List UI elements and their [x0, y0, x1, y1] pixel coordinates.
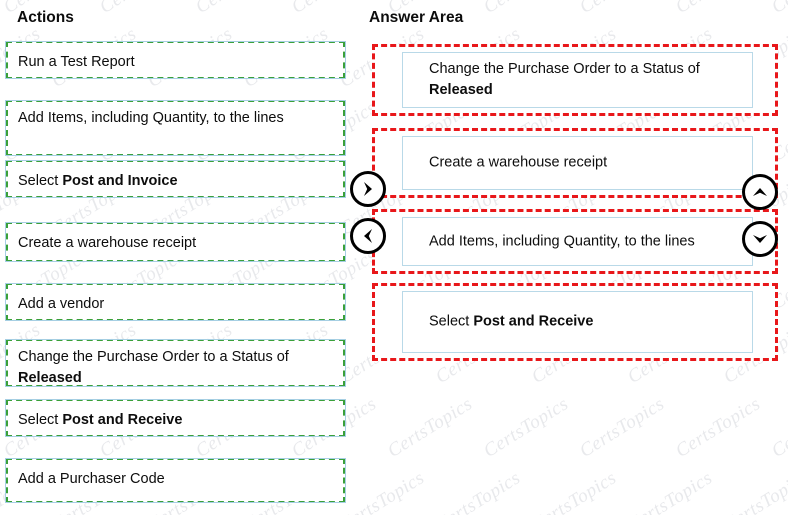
watermark-text: CertsTopics [528, 467, 621, 515]
move-down-button[interactable] [742, 221, 778, 257]
actions.items-label: Select Post and Receive [18, 412, 183, 428]
watermark-text: CertsTopics [576, 0, 669, 19]
watermark-text: CertsTopics [720, 467, 788, 515]
actions.items-label: Change the Purchase Order to a Status of… [18, 349, 289, 386]
action-tile[interactable]: Add a Purchaser Code [5, 458, 346, 503]
answer-area-heading: Answer Area [369, 9, 464, 26]
watermark-text: CertsTopics [384, 393, 477, 462]
chevron-left-icon [364, 229, 372, 243]
answer_area.slots-label-emphasis: Released [429, 82, 493, 98]
answer-slot[interactable]: Add Items, including Quantity, to the li… [372, 209, 778, 274]
watermark-text: CertsTopics [576, 393, 669, 462]
actions.items-label: Add a vendor [18, 296, 105, 312]
watermark-text: CertsTopics [192, 0, 285, 19]
actions.items-label-emphasis: Post and Invoice [62, 173, 178, 189]
chevron-right-icon [364, 182, 372, 196]
watermark-text: CertsTopics [288, 0, 381, 19]
action-tile[interactable]: Run a Test Report [5, 41, 346, 79]
actions.items-label: Select Post and Invoice [18, 173, 178, 189]
answer_area.slots-label: Change the Purchase Order to a Status of… [429, 61, 700, 98]
watermark-text: CertsTopics [672, 0, 765, 19]
actions.items-label-emphasis: Released [18, 370, 82, 386]
actions-column-heading: Actions [17, 9, 74, 26]
watermark-text: CertsTopics [624, 467, 717, 515]
watermark-text: CertsTopics [672, 393, 765, 462]
actions.items-label: Run a Test Report [18, 54, 135, 70]
action-tile[interactable]: Change the Purchase Order to a Status of… [5, 339, 346, 387]
action-tile[interactable]: Add Items, including Quantity, to the li… [5, 100, 346, 156]
actions.items-label-emphasis: Post and Receive [62, 412, 183, 428]
actions.items-label: Create a warehouse receipt [18, 235, 197, 251]
action-tile[interactable]: Create a warehouse receipt [5, 222, 346, 262]
move-left-button[interactable] [350, 218, 386, 254]
actions.items-label: Add a Purchaser Code [18, 471, 165, 487]
answer-slot-frame [402, 291, 753, 353]
watermark-text: CertsTopics [480, 0, 573, 19]
watermark-text: CertsTopics [768, 0, 788, 19]
answer_area.slots-label: Select Post and Receive [429, 313, 594, 330]
move-up-button[interactable] [742, 174, 778, 210]
action-tile[interactable]: Select Post and Receive [5, 399, 346, 437]
answer-slot-frame [402, 136, 753, 190]
chevron-down-icon [753, 235, 767, 243]
watermark-text: CertsTopics [432, 467, 525, 515]
answer-slot-frame [402, 52, 753, 108]
move-right-button[interactable] [350, 171, 386, 207]
answer_area.slots-label-emphasis: Post and Receive [473, 313, 594, 330]
watermark-text: CertsTopics [480, 393, 573, 462]
chevron-up-icon [753, 188, 767, 196]
answer-slot-frame [402, 217, 753, 266]
answer-slot[interactable]: Select Post and Receive [372, 283, 778, 361]
answer-slot[interactable]: Change the Purchase Order to a Status of… [372, 44, 778, 116]
action-tile[interactable]: Select Post and Invoice [5, 160, 346, 198]
actions.items-label: Add Items, including Quantity, to the li… [18, 110, 284, 126]
action-tile[interactable]: Add a vendor [5, 283, 346, 321]
watermark-text: CertsTopics [96, 0, 189, 19]
watermark-text: CertsTopics [768, 393, 788, 462]
answer-slot[interactable]: Create a warehouse receipt [372, 128, 778, 198]
answer_area.slots-label: Create a warehouse receipt [429, 154, 608, 171]
watermark-text: CertsTopics [336, 467, 429, 515]
answer_area.slots-label: Add Items, including Quantity, to the li… [429, 233, 695, 249]
